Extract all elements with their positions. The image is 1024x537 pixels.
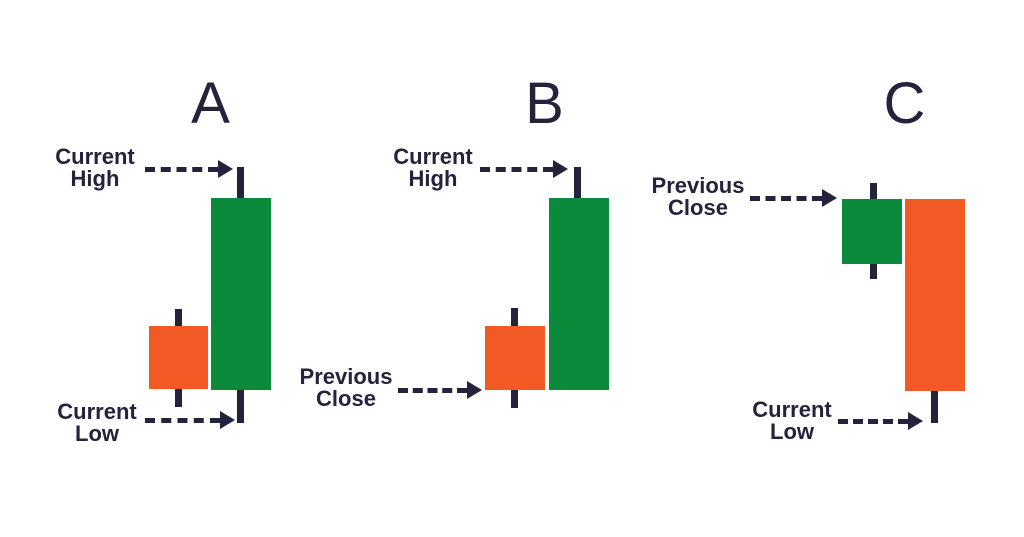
- arrow-head-icon: [553, 160, 568, 178]
- arrow-head-icon: [467, 381, 482, 399]
- annotation-line: Current: [752, 397, 832, 422]
- current-low-arrow: [838, 412, 923, 430]
- panel-c-current-low-label: Current Low: [727, 399, 857, 443]
- panel-b-current-high-label: Current High: [368, 146, 498, 190]
- panel-b-previous-close-label: Previous Close: [281, 366, 411, 410]
- bearish-candle-body: [905, 199, 965, 391]
- annotation-line: Current: [393, 144, 473, 169]
- bullish-candle-body: [842, 199, 902, 264]
- annotation-line: Low: [770, 419, 814, 444]
- panel-c-label: C: [883, 71, 927, 136]
- arrow-dash-line: [480, 166, 553, 172]
- candle-wick-bottom: [511, 390, 518, 408]
- bearish-candle-body: [149, 326, 208, 389]
- arrow-dash-line: [750, 195, 822, 201]
- arrow-dash-line: [145, 417, 220, 423]
- annotation-line: Low: [75, 421, 119, 446]
- candle-wick-bottom: [175, 389, 182, 407]
- annotation-line: High: [70, 166, 120, 191]
- arrow-dash-line: [398, 387, 467, 393]
- current-high-arrow: [145, 160, 233, 178]
- candle-wick-top: [574, 167, 581, 198]
- panel-a-current-high-label: Current High: [30, 146, 160, 190]
- annotation-line: Previous: [299, 364, 393, 389]
- arrow-head-icon: [908, 412, 923, 430]
- annotation-line: Close: [316, 386, 376, 411]
- arrow-head-icon: [220, 411, 235, 429]
- bullish-candle-body: [549, 198, 609, 390]
- bullish-candle-body: [211, 198, 271, 390]
- candle-wick-top: [237, 167, 244, 198]
- candle-wick-bottom: [870, 264, 877, 279]
- annotation-line: Current: [57, 399, 137, 424]
- arrow-dash-line: [145, 166, 218, 172]
- annotation-line: Previous: [651, 173, 745, 198]
- bearish-candle-body: [485, 326, 545, 390]
- arrow-dash-line: [838, 418, 908, 424]
- arrow-head-icon: [822, 189, 837, 207]
- previous-close-arrow: [398, 381, 482, 399]
- current-low-arrow: [145, 411, 235, 429]
- current-high-arrow: [480, 160, 568, 178]
- candle-wick-top: [511, 308, 518, 326]
- panel-a-current-low-label: Current Low: [32, 401, 162, 445]
- candle-wick-top: [175, 309, 182, 326]
- candle-wick-bottom: [931, 391, 938, 423]
- arrow-head-icon: [218, 160, 233, 178]
- panel-c-previous-close-label: Previous Close: [633, 175, 763, 219]
- panel-b-label: B: [525, 71, 565, 136]
- previous-close-arrow: [750, 189, 837, 207]
- candle-wick-top: [870, 183, 877, 199]
- annotation-line: Close: [668, 195, 728, 220]
- annotation-line: High: [408, 166, 458, 191]
- panel-a-label: A: [191, 71, 231, 136]
- annotation-line: Current: [55, 144, 135, 169]
- candle-wick-bottom: [237, 390, 244, 423]
